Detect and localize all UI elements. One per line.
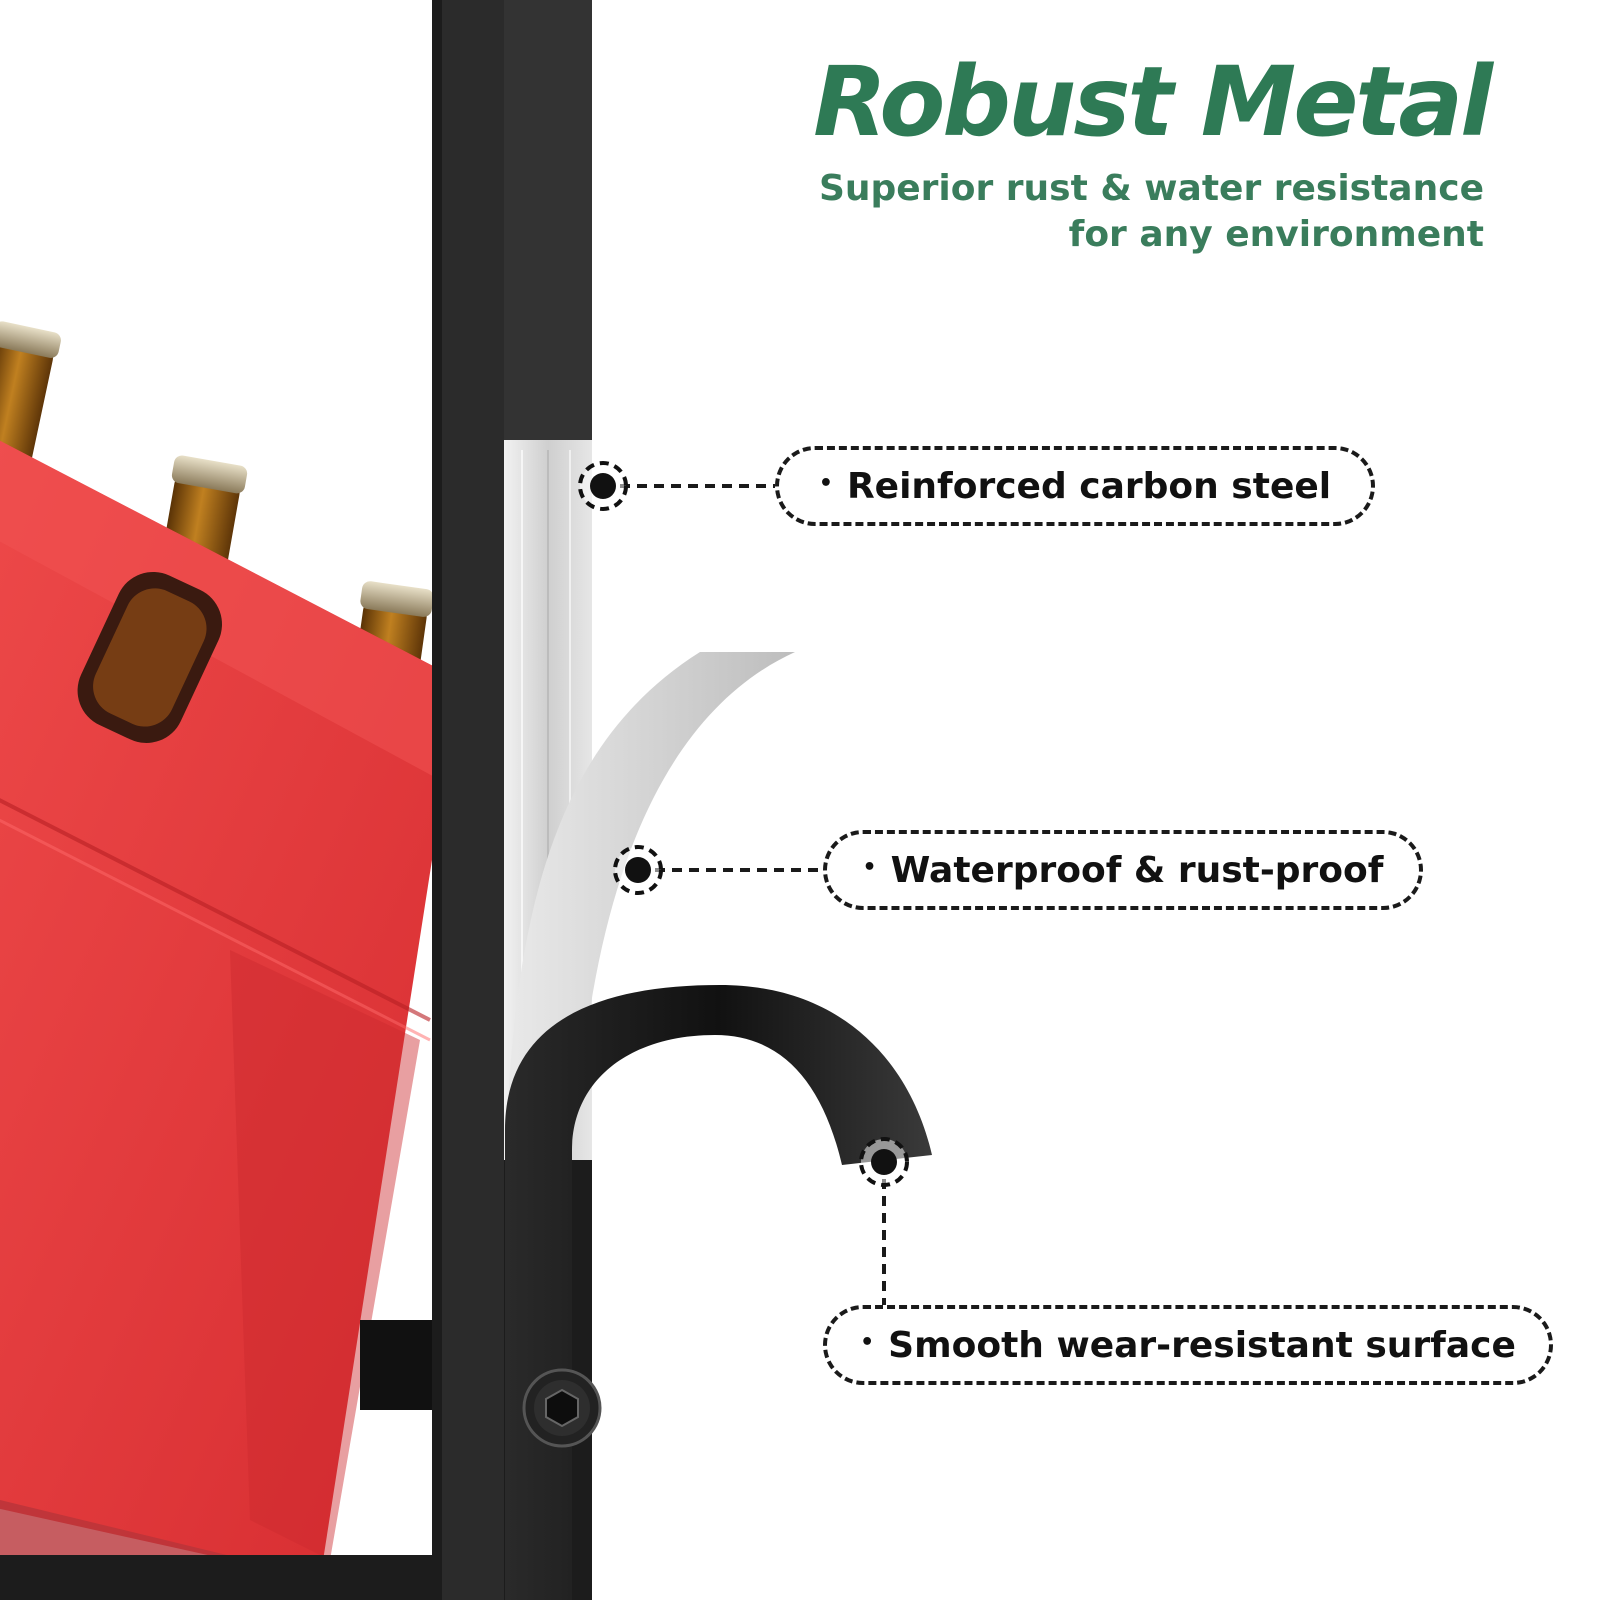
target-dot-icon — [859, 1137, 909, 1187]
bullet-icon: • — [818, 470, 833, 496]
base-bar — [0, 1555, 500, 1600]
target-dot-icon — [613, 845, 663, 895]
curved-hook — [505, 985, 932, 1600]
callout-label: Smooth wear-resistant surface — [888, 1324, 1516, 1366]
subtitle-line: for any environment — [1068, 214, 1484, 255]
subtitle-line: Superior rust & water resistance — [818, 168, 1484, 209]
callout-reinforced-carbon-steel: • Reinforced carbon steel — [775, 446, 1375, 526]
bullet-icon: • — [862, 854, 877, 880]
callout-smooth-wear-resistant-surface: • Smooth wear-resistant surface — [823, 1305, 1553, 1385]
page-title: Robust Metal — [813, 46, 1493, 158]
callout-waterproof-rust-proof: • Waterproof & rust-proof — [823, 830, 1423, 910]
page-subtitle: Superior rust & water resistance for any… — [819, 166, 1484, 258]
callout-label: Reinforced carbon steel — [846, 465, 1332, 507]
bullet-icon: • — [860, 1329, 875, 1355]
target-dot-icon — [578, 461, 628, 511]
peeled-strip — [508, 652, 795, 1100]
callout-label: Waterproof & rust-proof — [890, 849, 1384, 891]
shelf-bar — [360, 1320, 440, 1410]
hex-bolt-icon — [522, 1368, 602, 1448]
